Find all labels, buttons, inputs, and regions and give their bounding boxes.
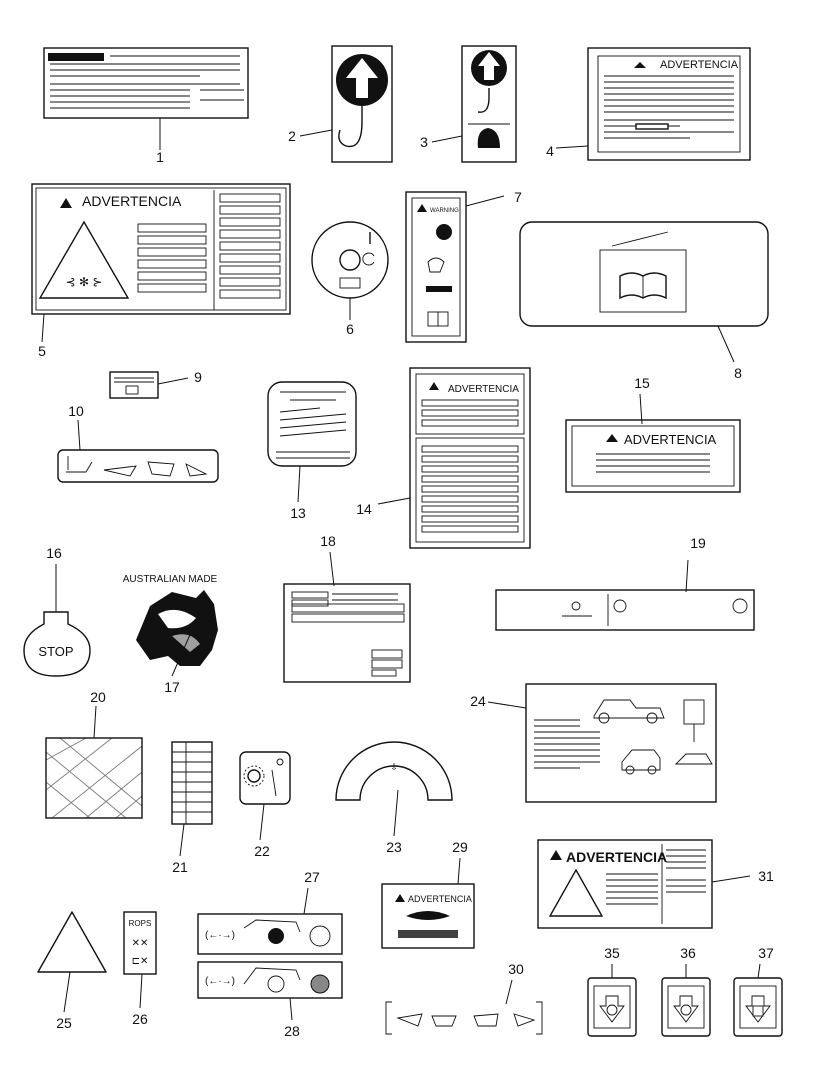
decal-4-title: ADVERTENCIA xyxy=(660,59,739,71)
decal-26-rops-decal: ROPS ✕✕ ⊏✕ 26 xyxy=(123,911,157,1027)
decal-25-triangle-decal: 25 xyxy=(37,911,107,1031)
decal-2-hook-symbol: 2 xyxy=(288,45,393,163)
svg-text:⊏✕: ⊏✕ xyxy=(132,956,149,967)
callout-14: 14 xyxy=(356,501,372,517)
decal-35-lift-point: 35 xyxy=(587,945,637,1037)
callout-10: 10 xyxy=(68,403,84,419)
decal-29-title: ADVERTENCIA xyxy=(408,894,472,904)
callout-6: 6 xyxy=(346,321,354,337)
stop-label: STOP xyxy=(38,644,73,659)
decal-7-title: WARNING xyxy=(430,208,459,214)
decal-1-warning-sticker: 1 xyxy=(43,47,249,165)
callout-23: 23 xyxy=(386,839,402,855)
decal-6-round-dial: 6 xyxy=(311,221,389,337)
callout-7: 7 xyxy=(514,189,522,205)
callout-19: 19 xyxy=(690,535,706,551)
decal-4-advertencia-plate: ADVERTENCIA 4 xyxy=(546,47,751,161)
callout-24: 24 xyxy=(470,693,486,709)
callout-29: 29 xyxy=(452,839,468,855)
callout-20: 20 xyxy=(90,689,106,705)
callout-35: 35 xyxy=(604,945,620,961)
callout-5: 5 xyxy=(38,343,46,359)
decal-15-wide-advertencia-plate: ADVERTENCIA 15 xyxy=(565,375,741,493)
decal-3-hook-crush-symbol: 3 xyxy=(420,45,517,163)
decal-17-australian-made: AUSTRALIAN MADE 17 xyxy=(123,574,218,695)
callout-26: 26 xyxy=(132,1011,148,1027)
callout-17: 17 xyxy=(164,679,180,695)
svg-text:(←·→): (←·→) xyxy=(205,930,235,941)
svg-text:(←·→): (←·→) xyxy=(205,976,235,987)
decal-18-data-plate: 18 xyxy=(283,533,411,683)
callout-13: 13 xyxy=(290,505,306,521)
decal-14-title: ADVERTENCIA xyxy=(448,384,519,395)
decal-23-arc-decal: ⇩ 23 xyxy=(335,741,453,855)
decal-37-lift-point: 37 xyxy=(733,945,783,1037)
decal-16-stop-symbol: 16 STOP xyxy=(23,545,91,677)
callout-37: 37 xyxy=(758,945,774,961)
decal-19-control-strip: 19 xyxy=(495,535,755,631)
callout-18: 18 xyxy=(320,533,336,549)
callout-8: 8 xyxy=(734,365,742,381)
decal-8-manual-plate: 8 xyxy=(519,221,769,381)
callout-27: 27 xyxy=(304,869,320,885)
decal-30-bucket-strip: 30 xyxy=(385,961,543,1035)
callout-30: 30 xyxy=(508,961,524,977)
decal-15-title: ADVERTENCIA xyxy=(624,432,717,447)
callout-9: 9 xyxy=(194,369,202,385)
decal-5-advertencia-triangle-plate: ADVERTENCIA ⊰ ✻ ⊱ 5 xyxy=(31,183,291,359)
svg-text:⇩: ⇩ xyxy=(390,762,398,772)
decal-20-textured-decal: 20 xyxy=(45,689,143,819)
svg-text:✕✕: ✕✕ xyxy=(132,938,149,949)
decal-24-service-decal: 24 xyxy=(470,683,717,803)
svg-text:⊰ ✻ ⊱: ⊰ ✻ ⊱ xyxy=(66,275,103,289)
callout-1: 1 xyxy=(156,149,164,165)
decal-28-machine-strip-alt: (←·→) 28 xyxy=(197,961,343,1039)
australian-made-label: AUSTRALIAN MADE xyxy=(123,574,218,585)
decal-27-machine-strip: (←·→) 27 xyxy=(197,869,343,955)
decal-7-vertical-warning-strip: WARNING 7 xyxy=(405,189,522,343)
callout-36: 36 xyxy=(680,945,696,961)
decal-21-table-decal: 21 xyxy=(171,741,213,875)
rops-label: ROPS xyxy=(129,919,152,928)
callout-16: 16 xyxy=(46,545,62,561)
decal-14-tall-advertencia-panel: ADVERTENCIA 14 xyxy=(356,367,531,549)
decal-5-title: ADVERTENCIA xyxy=(82,193,182,209)
callout-15: 15 xyxy=(634,375,650,391)
decal-31-title: ADVERTENCIA xyxy=(566,849,667,865)
callout-31: 31 xyxy=(758,868,774,884)
callout-4: 4 xyxy=(546,143,554,159)
decal-36-lift-point: 36 xyxy=(661,945,711,1037)
decal-13-info-card: 13 xyxy=(267,381,357,521)
callout-25: 25 xyxy=(56,1015,72,1031)
decal-31-advertencia-triangle: ADVERTENCIA 31 xyxy=(537,839,774,929)
callout-3: 3 xyxy=(420,134,428,150)
callout-2: 2 xyxy=(288,128,296,144)
decal-9-small-label: 9 xyxy=(109,369,202,399)
decal-22-light-decal: 22 xyxy=(239,751,291,859)
decal-29-small-advertencia: ADVERTENCIA 29 xyxy=(381,839,475,949)
decal-10-bucket-positions-strip: 10 xyxy=(57,403,219,483)
callout-21: 21 xyxy=(172,859,188,875)
callout-22: 22 xyxy=(254,843,270,859)
callout-28: 28 xyxy=(284,1023,300,1039)
